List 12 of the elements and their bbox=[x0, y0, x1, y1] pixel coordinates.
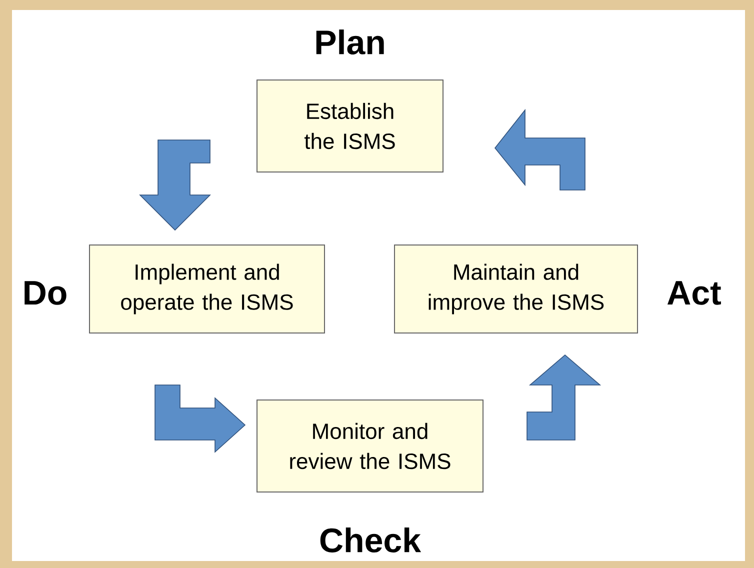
phase-label: Plan bbox=[316, 30, 384, 54]
phase-label: Do bbox=[24, 281, 66, 305]
block-arrow bbox=[154, 384, 246, 453]
phase-label: Check bbox=[320, 528, 422, 552]
block-arrow bbox=[139, 140, 211, 231]
process-box: Implement and operate the ISMS bbox=[89, 244, 325, 334]
process-box: Monitor and review the ISMS bbox=[256, 400, 484, 492]
block-arrow bbox=[526, 354, 602, 440]
process-box: Maintain and improve the ISMS bbox=[394, 244, 638, 334]
process-box: Establish the ISMS bbox=[256, 80, 444, 172]
block-arrow bbox=[494, 108, 586, 190]
phase-label: Act bbox=[667, 281, 721, 305]
